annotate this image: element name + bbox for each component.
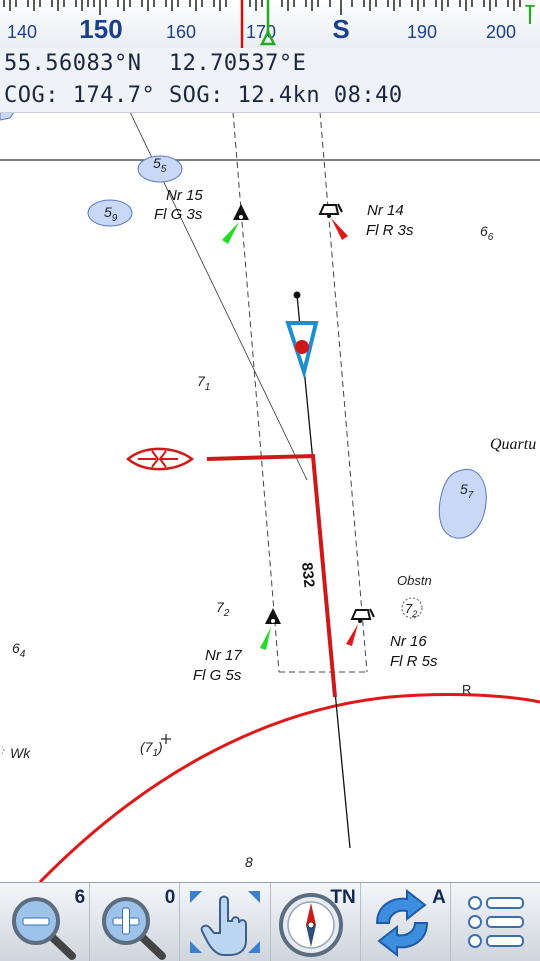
obstruction-marker: 72 xyxy=(401,597,423,619)
buoy-nr17-icon[interactable] xyxy=(260,608,281,650)
buoy-name-label: Nr 16 xyxy=(390,633,427,650)
hand-pan-icon xyxy=(190,891,261,956)
course-marker xyxy=(259,0,277,46)
depth-sounding: (71) xyxy=(140,739,163,759)
compass-tick-label: 190 xyxy=(407,22,437,42)
depth-sounding: 55 xyxy=(153,155,167,175)
fairway-limits xyxy=(232,111,368,673)
zoom-out-icon xyxy=(12,897,76,960)
compass-tick-label: S xyxy=(332,14,349,44)
ais-target-icon[interactable] xyxy=(126,447,195,471)
danger-cross-icon xyxy=(161,734,171,744)
north-marker-icon: T xyxy=(525,3,535,24)
obstruction-label: Obstn xyxy=(397,573,432,588)
navigation-readout: 55.56083°N 12.70537°E COG: 174.7° SOG: 1… xyxy=(0,48,540,113)
buoy-light-label: Fl R 5s xyxy=(390,653,438,670)
compass-tick-label: 160 xyxy=(166,22,196,42)
compass-mode-label: TN xyxy=(330,887,356,908)
depth-sounding: 72 xyxy=(216,599,230,619)
compass-tick-label: 200 xyxy=(486,22,516,42)
auto-follow-label: A xyxy=(432,887,446,908)
menu-button[interactable] xyxy=(451,883,540,961)
shallow-area xyxy=(438,468,487,539)
compass-tick-label: 150 xyxy=(79,14,122,44)
depth-sounding: 57 xyxy=(460,481,474,501)
cog-sog-time-readout: COG: 174.7° SOG: 12.4kn 08:40 xyxy=(4,83,403,108)
buoy-nr16-icon[interactable] xyxy=(346,608,375,646)
zoom-in-button[interactable]: 0 xyxy=(90,883,181,961)
depth-sounding: 71 xyxy=(197,373,210,393)
zoom-in-level: 0 xyxy=(164,887,176,908)
svg-text:72: 72 xyxy=(405,601,417,619)
compass-icon xyxy=(278,893,343,957)
place-name-label: Quartu xyxy=(490,436,536,453)
depth-sounding: 8 xyxy=(245,854,253,870)
safety-arc xyxy=(38,693,540,884)
depth-sounding: 59 xyxy=(104,204,118,224)
compass-tick-label: 140 xyxy=(7,22,37,42)
buoy-name-label: Nr 17 xyxy=(205,647,242,664)
buoy-light-label: Fl G 3s xyxy=(154,206,203,223)
buoy-name-label: Nr 14 xyxy=(367,202,404,219)
buoy-nr15-icon[interactable] xyxy=(222,204,249,244)
bottom-toolbar: 6 0 TN A xyxy=(0,882,540,961)
buoy-nr14-icon[interactable] xyxy=(318,203,348,240)
auto-follow-button[interactable]: A xyxy=(361,883,451,961)
buoy-light-label: Fl R 3s xyxy=(366,222,414,239)
zoom-out-level: 6 xyxy=(74,887,86,908)
pan-button[interactable] xyxy=(180,883,271,961)
route-line xyxy=(206,453,337,698)
shallow-area xyxy=(87,199,133,227)
own-ship-icon xyxy=(285,321,319,380)
zoom-out-button[interactable]: 6 xyxy=(0,883,91,961)
svg-text:T: T xyxy=(525,3,535,20)
compass-mode-button[interactable]: TN xyxy=(271,883,361,961)
refresh-icon xyxy=(375,888,428,958)
range-mark-label: R xyxy=(462,682,471,697)
depth-sounding: 64 xyxy=(12,640,26,660)
route-number-label: 832 xyxy=(298,562,318,589)
shallow-area xyxy=(137,155,183,183)
buoy-light-label: Fl G 5s xyxy=(193,667,242,684)
compass-tape: 140 150 160 170 S 190 200 T xyxy=(0,0,540,48)
wreck-label: Wk xyxy=(10,745,31,761)
wreck-marker xyxy=(0,745,5,755)
menu-icon xyxy=(467,896,524,948)
nautical-chart[interactable]: 832 Nr 15 Fl G 3s Nr 14 Fl R 3s xyxy=(0,111,540,884)
position-readout: 55.56083°N 12.70537°E xyxy=(4,51,307,76)
buoy-name-label: Nr 15 xyxy=(166,187,203,204)
zoom-in-icon xyxy=(102,897,167,960)
depth-sounding: 66 xyxy=(480,223,494,243)
